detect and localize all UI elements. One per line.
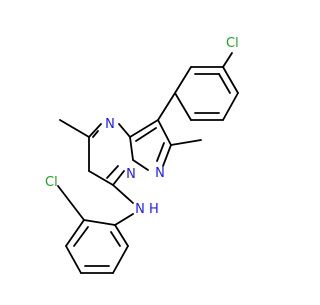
bond bbox=[118, 123, 131, 138]
bond bbox=[112, 184, 134, 204]
molecule-canvas: Cl N N N N H Cl bbox=[45, 36, 239, 274]
bond bbox=[156, 142, 165, 162]
bond bbox=[129, 136, 134, 161]
molecule-structure: Cl N N N N H Cl bbox=[45, 36, 239, 274]
bond bbox=[65, 219, 85, 247]
bond bbox=[174, 92, 192, 121]
bond bbox=[129, 119, 159, 138]
chlorine-label-top: Cl bbox=[226, 36, 239, 51]
bond bbox=[222, 52, 233, 68]
bond bbox=[135, 127, 157, 142]
bond bbox=[132, 159, 149, 171]
hydrogen-label-amine: H bbox=[149, 202, 159, 217]
bond bbox=[157, 119, 172, 146]
bond bbox=[162, 144, 172, 167]
bond bbox=[114, 224, 129, 247]
bond bbox=[112, 170, 125, 186]
bond bbox=[73, 226, 89, 247]
bond bbox=[57, 185, 85, 221]
nitrogen-label-pyrazole: N bbox=[155, 166, 165, 181]
nitrogen-label-amine: N bbox=[135, 202, 145, 217]
bond bbox=[88, 170, 114, 186]
bond bbox=[222, 92, 239, 121]
bond bbox=[65, 245, 82, 274]
bond bbox=[92, 130, 99, 138]
nitrogen-label-pyrimidine: N bbox=[105, 117, 115, 132]
bond bbox=[157, 92, 176, 121]
bond bbox=[106, 165, 119, 179]
bond bbox=[59, 119, 90, 138]
bond bbox=[222, 66, 239, 94]
bond bbox=[114, 213, 134, 226]
bond bbox=[218, 73, 231, 94]
bond bbox=[112, 245, 129, 274]
bond bbox=[174, 66, 192, 94]
atom-labels: Cl N N N N H Cl bbox=[45, 36, 239, 217]
chlorine-label-left: Cl bbox=[45, 175, 58, 190]
bond bbox=[83, 219, 116, 226]
bond bbox=[170, 139, 202, 146]
bonds bbox=[57, 52, 239, 274]
bond bbox=[110, 231, 121, 247]
bond bbox=[88, 123, 102, 138]
nitrogen-label-bridgehead: N bbox=[126, 167, 136, 182]
